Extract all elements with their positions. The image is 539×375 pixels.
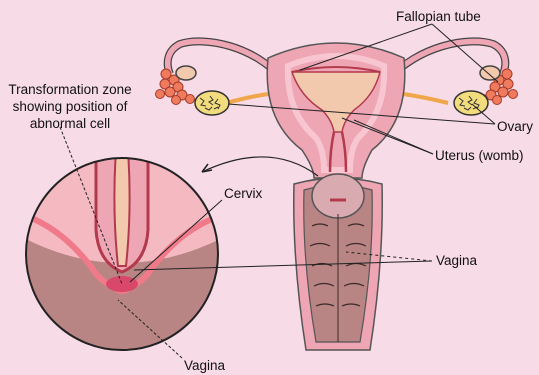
- tube-end-right: [480, 66, 500, 80]
- magnified-inset: [20, 150, 230, 360]
- leader-fallopian-right: [432, 24, 498, 82]
- label-vagina-right: Vagina: [436, 253, 478, 268]
- magnify-connector: [202, 157, 318, 176]
- label-vagina-bottom: Vagina: [184, 358, 226, 373]
- tube-end-left: [176, 66, 196, 80]
- ovary-right: [454, 91, 488, 115]
- label-fallopian-tube: Fallopian tube: [396, 9, 481, 24]
- label-uterus: Uterus (womb): [435, 148, 524, 163]
- inset-cervical-canal: [114, 150, 129, 266]
- label-cervix: Cervix: [224, 186, 263, 201]
- ovary-left: [195, 91, 229, 115]
- label-transformation-zone-line3: abnormal cell: [30, 116, 110, 131]
- label-transformation-zone-line2: showing position of: [13, 99, 128, 114]
- cervix-ring: [312, 174, 364, 218]
- label-transformation-zone-line1: Transformation zone: [8, 82, 131, 97]
- inset-transformation-zone: [106, 276, 138, 292]
- label-ovary: Ovary: [497, 119, 533, 134]
